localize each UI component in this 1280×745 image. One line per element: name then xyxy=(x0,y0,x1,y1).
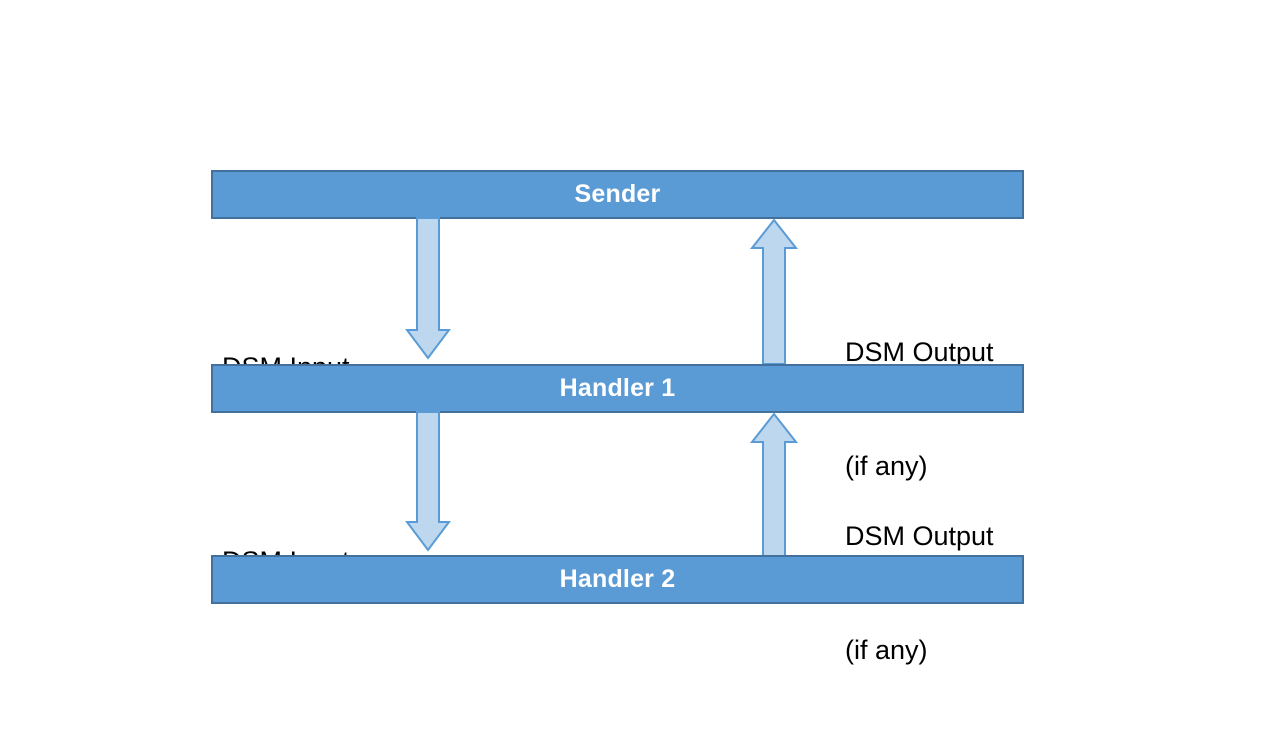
arrow-down-handler1-to-handler2 xyxy=(405,411,451,552)
edge-label-dsm-output-bottom: DSM Output (if any) xyxy=(845,441,994,745)
node-bar-handler2[interactable]: Handler 2 xyxy=(211,555,1024,604)
edge-label-dsm-output-bottom-line2: (if any) xyxy=(845,635,928,665)
node-bar-handler1[interactable]: Handler 1 xyxy=(211,364,1024,413)
arrow-up-handler2-to-handler1 xyxy=(749,412,799,557)
edge-label-dsm-output-bottom-line1: DSM Output xyxy=(845,521,994,551)
arrow-down-sender-to-handler1 xyxy=(405,217,451,360)
arrow-up-handler1-to-sender xyxy=(749,218,799,365)
node-bar-handler1-label: Handler 1 xyxy=(559,374,676,402)
edge-label-dsm-output-top: DSM Output (if any) xyxy=(845,257,994,561)
diagram-canvas: Sender DSM Input DSM Output (if any) Han… xyxy=(211,170,1024,665)
node-bar-sender[interactable]: Sender xyxy=(211,170,1024,219)
node-bar-sender-label: Sender xyxy=(574,180,661,208)
edge-label-dsm-output-top-line1: DSM Output xyxy=(845,337,994,367)
node-bar-handler2-label: Handler 2 xyxy=(559,565,676,593)
edge-label-dsm-output-top-line2: (if any) xyxy=(845,451,928,481)
